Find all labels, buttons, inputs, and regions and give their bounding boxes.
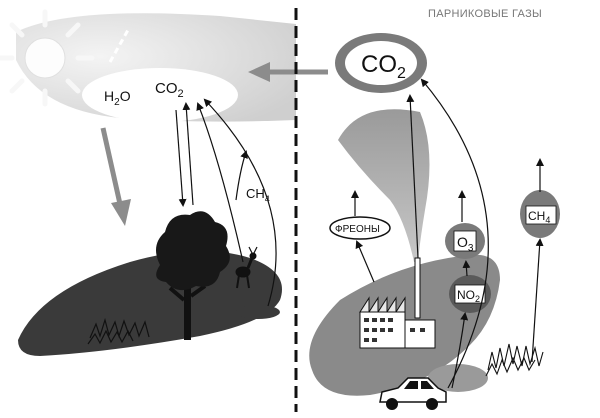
factory-icon: [359, 296, 436, 349]
arrow-chimney-to-co2: [406, 94, 419, 259]
arrow-ch4-short: [235, 150, 248, 201]
left-arrows: [175, 98, 277, 307]
smoke-plume-icon: [338, 109, 430, 262]
left-mound: [236, 305, 280, 319]
gray-arrow-radiation-down: [100, 127, 131, 226]
light-streak: [108, 29, 130, 63]
arrow-tree-to-co2: [182, 102, 194, 206]
h2o-label: H2O: [104, 88, 131, 108]
arrow-car-to-no2: [451, 312, 469, 389]
arrow-car-to-co2-long: [420, 78, 489, 389]
arrow-mound-to-cloud: [203, 98, 277, 307]
o3-badge: O3: [445, 223, 485, 259]
gray-arrow-right-to-left: [248, 62, 328, 82]
chimney: [414, 257, 421, 319]
ch4-right-badge: CH4: [520, 190, 560, 238]
arrow-deer-to-cloud: [196, 102, 244, 263]
o3-label: O3: [457, 234, 474, 254]
sun-icon: [0, 9, 95, 107]
big-co2-inner: [345, 41, 417, 85]
no2-label: NO2: [457, 288, 480, 304]
arrow-co2-to-tree: [175, 109, 187, 207]
tree-icon: [156, 211, 230, 340]
co2-big-label: CO2: [361, 51, 406, 82]
right-arrows: [351, 78, 544, 389]
arrow-veg-to-ch4: [531, 238, 544, 363]
co2-cloud-label: CO2: [155, 80, 184, 100]
ch4-right-label: CH4: [528, 209, 550, 225]
vegetation-icon: [87, 317, 150, 345]
freons-badge: ФРЕОНЫ: [329, 216, 391, 240]
arrow-factory-to-freons: [355, 240, 375, 283]
arrow-no2-to-o3: [462, 260, 471, 277]
right-ground-patch: [428, 364, 488, 392]
deer-icon: [235, 246, 258, 289]
diagram-title: ПАРНИКОВЫЕ ГАЗЫ: [428, 8, 542, 20]
freons-label: ФРЕОНЫ: [335, 224, 380, 235]
ch4-left-label: CH4: [246, 186, 270, 204]
vegetation-icon: [485, 343, 544, 377]
no2-badge: NO2: [449, 275, 491, 313]
car-icon: [379, 377, 447, 410]
